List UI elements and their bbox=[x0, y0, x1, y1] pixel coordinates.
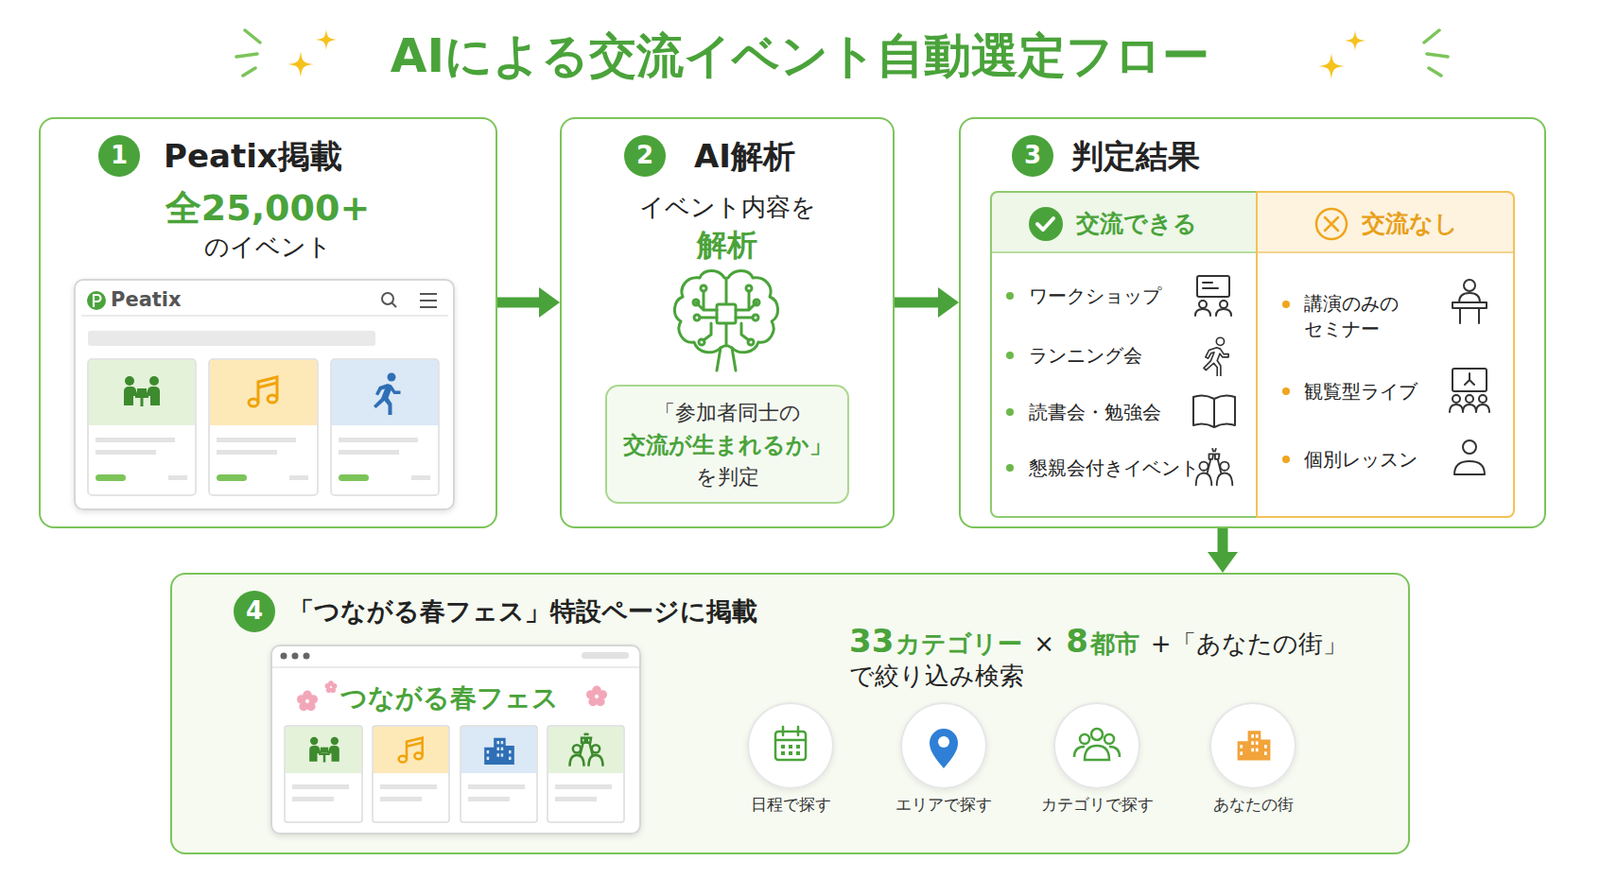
step-panel: 判定結果3交流できるワークショップランニング会読書会・勉強会懇親会付きイベント交… bbox=[958, 117, 1547, 529]
diagram-title: AIによる交流イベント自動選定フロー bbox=[0, 24, 1600, 88]
title-sparkles-part bbox=[1424, 30, 1448, 76]
node-heading: つながる春フェス bbox=[340, 682, 559, 715]
node-heading: 交流なし bbox=[1361, 209, 1459, 239]
node-heading: 日程で探す bbox=[750, 795, 832, 815]
node-text: イベント内容を bbox=[639, 192, 817, 223]
text-row: 33カテゴリー × 8都市 +「あなたの街」 bbox=[849, 622, 1348, 661]
step-number: 2 bbox=[624, 135, 666, 177]
node-text: 観覧型ライブ bbox=[1304, 380, 1418, 403]
node-heading: エリアで探す bbox=[895, 795, 992, 815]
title-sparkles-part bbox=[287, 51, 314, 78]
node-heading: 4 bbox=[245, 596, 263, 627]
step-panel: Peatix掲載全25,000+のイベント 1Peatix bbox=[38, 117, 498, 529]
search-option: カテゴリで探す bbox=[1053, 702, 1141, 790]
node-heading: Peatix bbox=[110, 288, 182, 313]
criteria-box: 「参加者同士の交流が生まれるか」を判定 bbox=[605, 384, 850, 505]
node-text: 読書会・勉強会 bbox=[1028, 400, 1162, 424]
title-sparkles-part bbox=[1344, 30, 1366, 52]
node-text: 個別レッスン bbox=[1304, 448, 1418, 471]
node-heading: 「つながる春フェス」特設ページに掲載 bbox=[288, 596, 758, 627]
node-text: を判定 bbox=[695, 465, 760, 490]
node-heading: カテゴリで探す bbox=[1041, 795, 1154, 815]
node-text: 懇親会付きイベント bbox=[1028, 456, 1200, 480]
node-text: カテゴリー bbox=[895, 629, 1023, 660]
step-panel: AI解析イベント内容を解析 2 「参加者同士の交流が生まれるか」を判定 bbox=[559, 117, 895, 529]
node-heading: Peatix掲載 bbox=[163, 137, 343, 176]
node-heading: 2 bbox=[636, 140, 654, 171]
result-column: 交流なし講演のみの セミナー観覧型ライブ個別レッスン bbox=[1255, 191, 1515, 519]
node-text: +「あなたの街」 bbox=[1150, 629, 1348, 660]
result-column: 交流できるワークショップランニング会読書会・勉強会懇親会付きイベント bbox=[990, 191, 1258, 519]
node-text: ランニング会 bbox=[1028, 344, 1143, 367]
node-text: ワークショップ bbox=[1028, 284, 1162, 308]
node-text: 8 bbox=[1065, 622, 1089, 661]
node-text: 33 bbox=[849, 622, 894, 661]
node-heading: 判定結果 bbox=[1071, 137, 1200, 176]
node-text: 講演のみの セミナー bbox=[1304, 291, 1410, 343]
search-option: エリアで探す bbox=[900, 702, 988, 790]
flow-arrow bbox=[497, 287, 560, 318]
node-text: 解析 bbox=[696, 226, 758, 263]
step-number: 4 bbox=[233, 591, 276, 633]
node-heading: 「参加者同士の bbox=[654, 400, 801, 426]
title-sparkles-part bbox=[1318, 52, 1345, 80]
node-text: × bbox=[1033, 629, 1055, 660]
node-text: で絞り込み検索 bbox=[849, 661, 1025, 692]
node-text: 都市 bbox=[1090, 629, 1140, 660]
title-sparkles-part bbox=[236, 30, 261, 76]
step-panel: 33カテゴリー × 8都市 +「あなたの街」 「つながる春フェス」特設ページに掲載で絞り… bbox=[170, 573, 1410, 855]
site-mockup: Peatix bbox=[73, 278, 455, 511]
flow-arrow bbox=[1207, 528, 1238, 574]
node-heading: 1 bbox=[110, 140, 128, 171]
node-heading: あなたの街 bbox=[1213, 795, 1294, 815]
flow-arrow bbox=[894, 287, 959, 318]
node-heading: 3 bbox=[1024, 140, 1042, 171]
node-text: のイベント bbox=[204, 232, 332, 262]
search-option: 日程で探す bbox=[747, 702, 835, 790]
node-heading: AI解析 bbox=[694, 137, 796, 176]
search-option: あなたの街 bbox=[1209, 702, 1297, 790]
step-number: 1 bbox=[98, 135, 140, 177]
step-number: 3 bbox=[1011, 135, 1054, 177]
page-mockup: つながる春フェス bbox=[270, 644, 642, 835]
node-text: 交流が生まれるか」 bbox=[623, 432, 833, 460]
title-sparkles-part bbox=[315, 29, 337, 51]
node-heading: 交流できる bbox=[1076, 209, 1198, 239]
node-text: 全25,000+ bbox=[165, 187, 370, 231]
